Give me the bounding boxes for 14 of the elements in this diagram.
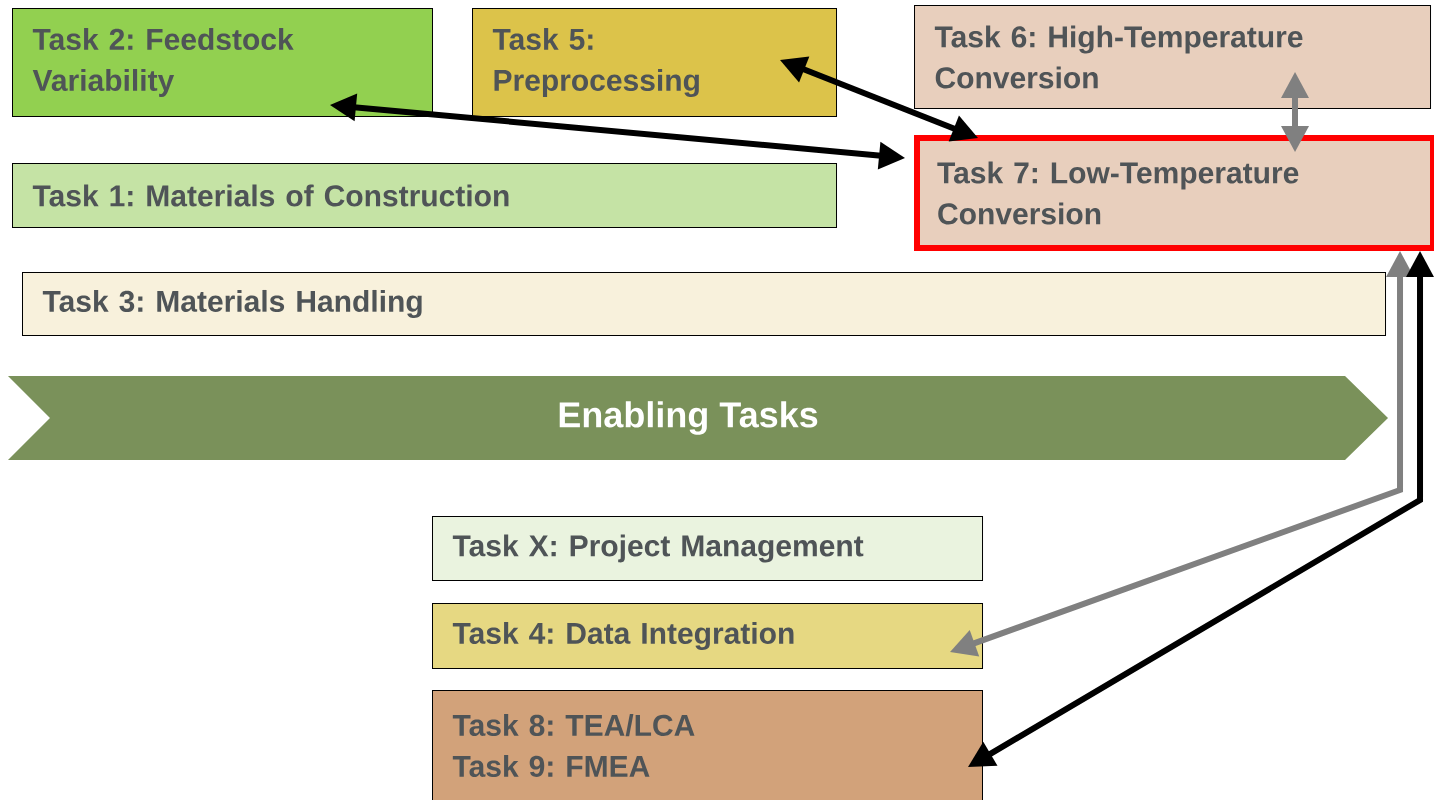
task-box: Task 5: Preprocessing — [472, 8, 837, 117]
arrow — [780, 56, 978, 142]
task-box: Task 6: High-Temperature Conversion — [914, 5, 1431, 109]
task-box: Task 8: TEA/LCA Task 9: FMEA — [432, 690, 983, 800]
task-box: Task X: Project Management — [432, 516, 983, 581]
task-box: Task 1: Materials of Construction — [12, 163, 837, 228]
arrow — [330, 93, 905, 170]
arrow — [968, 251, 1434, 767]
chevron-band: Enabling Tasks — [8, 376, 1388, 460]
task-box: Task 3: Materials Handling — [22, 272, 1386, 336]
task-box: Task 2: Feedstock Variability — [12, 8, 433, 117]
highlighted-task-box: Task 7: Low-Temperature Conversion — [914, 135, 1434, 251]
arrow — [1281, 72, 1309, 152]
task-box: Task 4: Data Integration — [432, 603, 983, 669]
